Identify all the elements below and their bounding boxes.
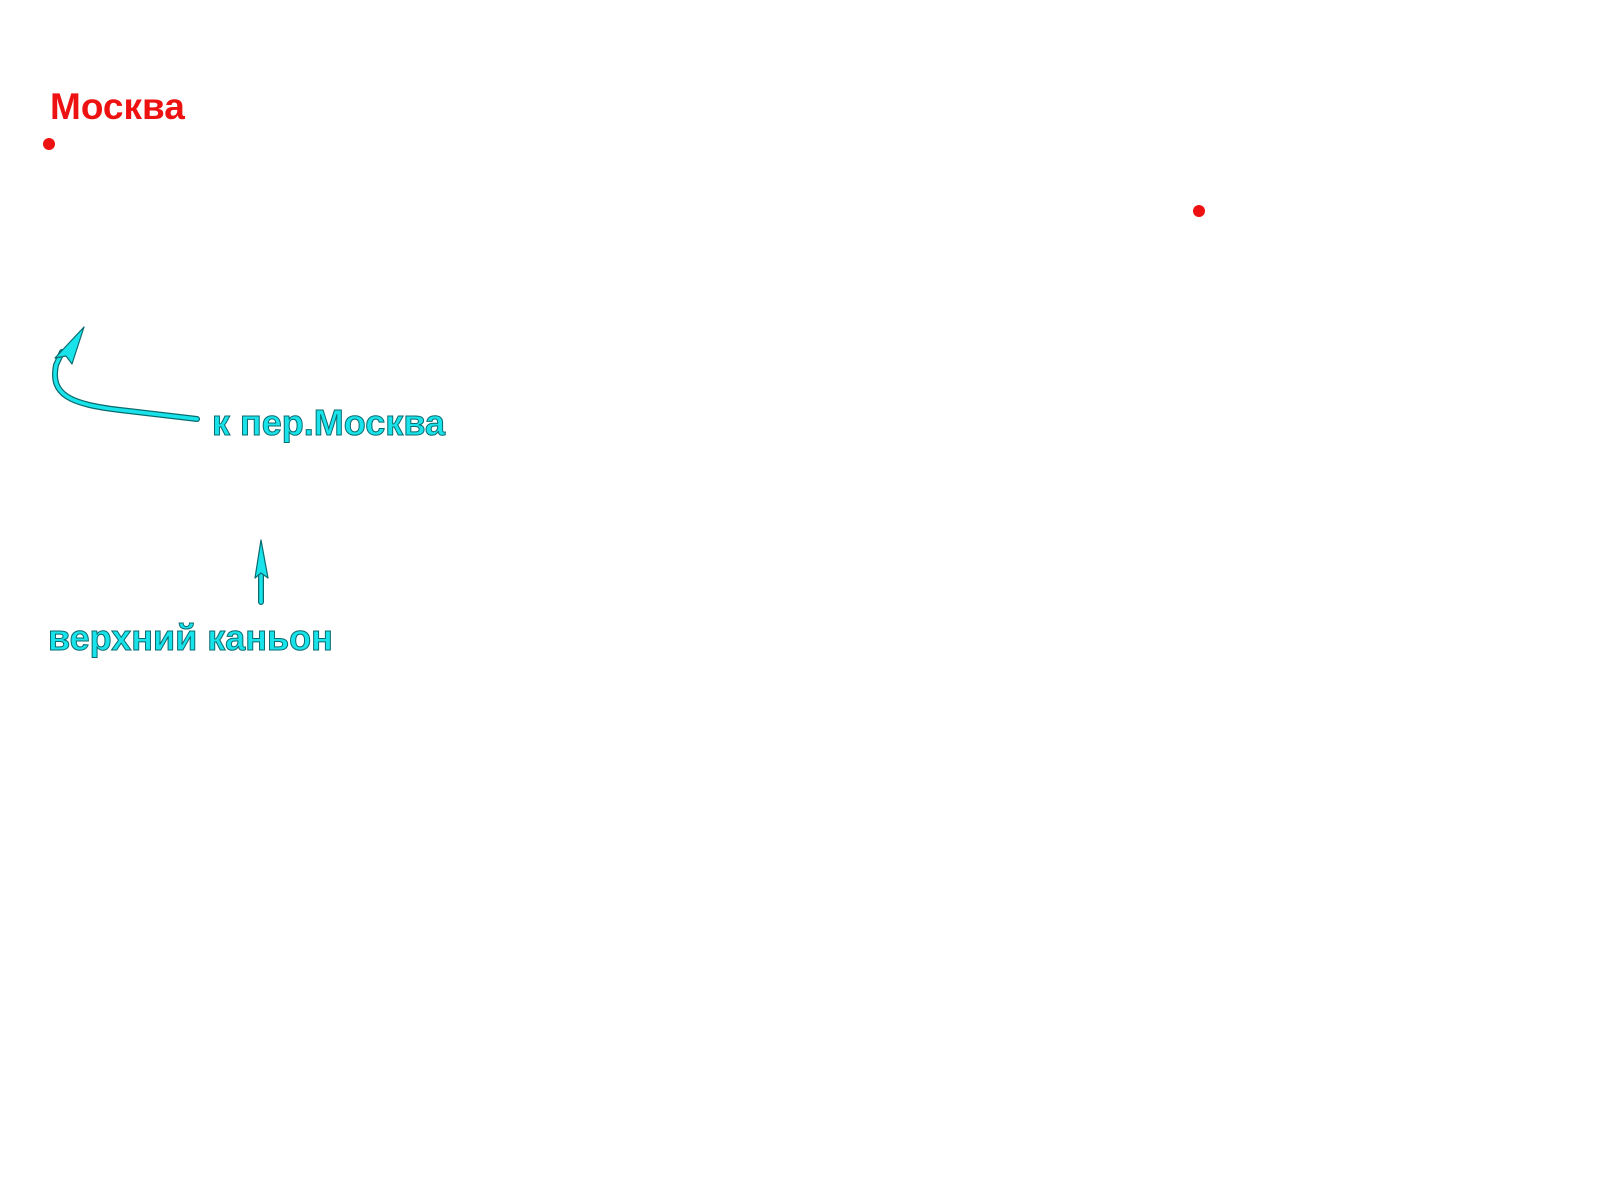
- upper-canyon-annotation: верхний каньон: [48, 617, 334, 658]
- pass-route-annotation: к пер.Москва: [212, 402, 446, 443]
- peak-name-label: Москва: [50, 86, 185, 127]
- peak-marker-icon[interactable]: [43, 138, 55, 150]
- curved-arrow-icon: [52, 326, 200, 422]
- point-marker-icon[interactable]: [1193, 205, 1205, 217]
- up-arrow-icon: [254, 539, 269, 605]
